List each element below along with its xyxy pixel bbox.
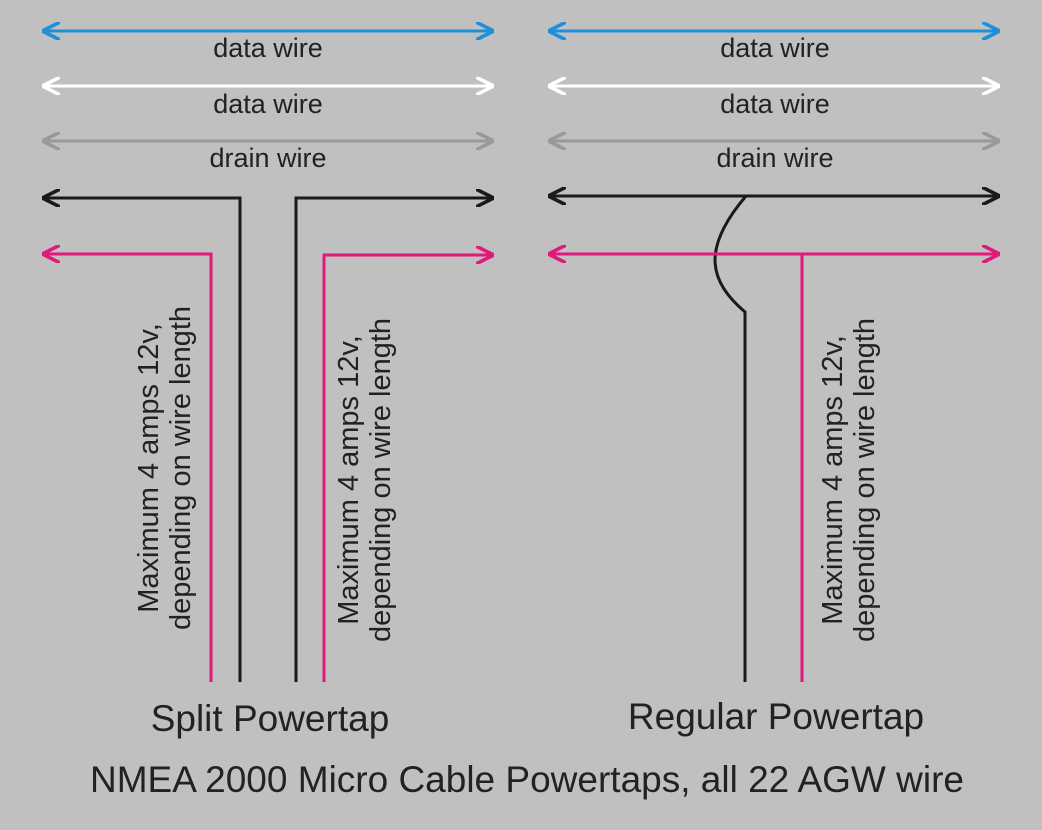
regular-powertap: data wire data wire drain wire Maximum 4…	[550, 31, 998, 737]
regular-drain-wire-label: drain wire	[716, 143, 833, 173]
split-caption: Split Powertap	[151, 698, 390, 739]
regular-caption: Regular Powertap	[628, 696, 924, 737]
regular-note: Maximum 4 amps 12v, depending on wire le…	[817, 318, 881, 642]
split-note-right: Maximum 4 amps 12v, depending on wire le…	[333, 318, 397, 642]
regular-note-line2: depending on wire length	[849, 318, 881, 642]
split-note-left-line1: Maximum 4 amps 12v,	[133, 323, 165, 613]
split-note-right-line1: Maximum 4 amps 12v,	[333, 335, 365, 625]
split-drain-wire-label: drain wire	[209, 143, 326, 173]
split-ground-wire-left	[44, 198, 242, 682]
split-ground-wire-right	[294, 198, 492, 682]
split-note-right-line2: depending on wire length	[365, 318, 397, 642]
split-note-left-line2: depending on wire length	[165, 306, 197, 630]
diagram-title: NMEA 2000 Micro Cable Powertaps, all 22 …	[90, 759, 964, 800]
split-power-wire-left	[44, 254, 213, 682]
regular-data-wire-label-2: data wire	[720, 89, 830, 119]
regular-data-wire-label-1: data wire	[720, 33, 830, 63]
split-data-wire-label-1: data wire	[213, 33, 323, 63]
split-power-wire-right	[322, 255, 492, 682]
split-data-wire-label-2: data wire	[213, 89, 323, 119]
regular-note-line1: Maximum 4 amps 12v,	[817, 335, 849, 625]
split-powertap: data wire data wire drain wire Maximum 4…	[44, 31, 492, 739]
regular-ground-drop	[713, 195, 748, 682]
split-note-left: Maximum 4 amps 12v, depending on wire le…	[133, 306, 197, 630]
